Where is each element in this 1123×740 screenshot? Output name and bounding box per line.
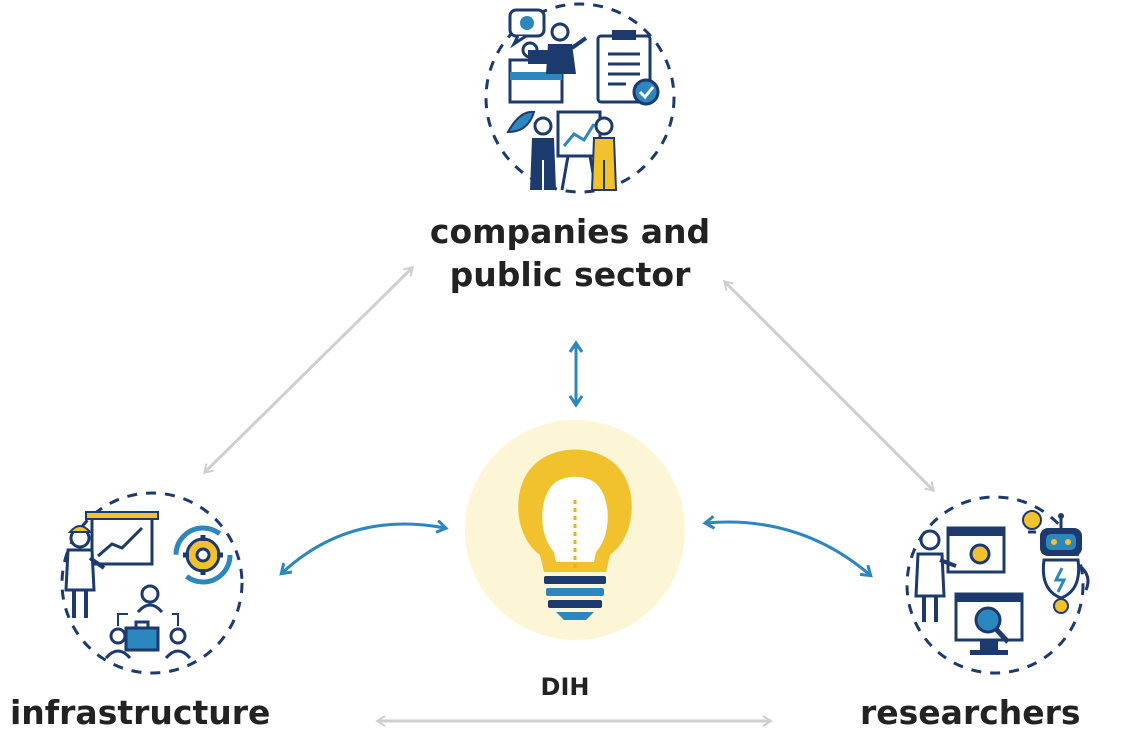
- connector-dih-right: [706, 522, 870, 575]
- node-label-top-line1: companies and: [429, 212, 711, 251]
- companies-public-sector-icon: [484, 2, 676, 194]
- node-label-dih: DIH: [540, 673, 590, 701]
- dih-lightbulb-icon: [465, 420, 685, 640]
- connector-top-left: [202, 265, 415, 475]
- researchers-icon: [905, 495, 1090, 675]
- node-label-companies-public-sector: companies and public sector: [360, 210, 780, 296]
- connector-top-right: [722, 279, 936, 493]
- connector-dih-left: [282, 524, 445, 573]
- infrastructure-icon: [60, 491, 244, 675]
- node-label-infrastructure: infrastructure: [10, 693, 271, 732]
- node-label-researchers: researchers: [860, 693, 1081, 732]
- node-label-top-line2: public sector: [449, 255, 691, 294]
